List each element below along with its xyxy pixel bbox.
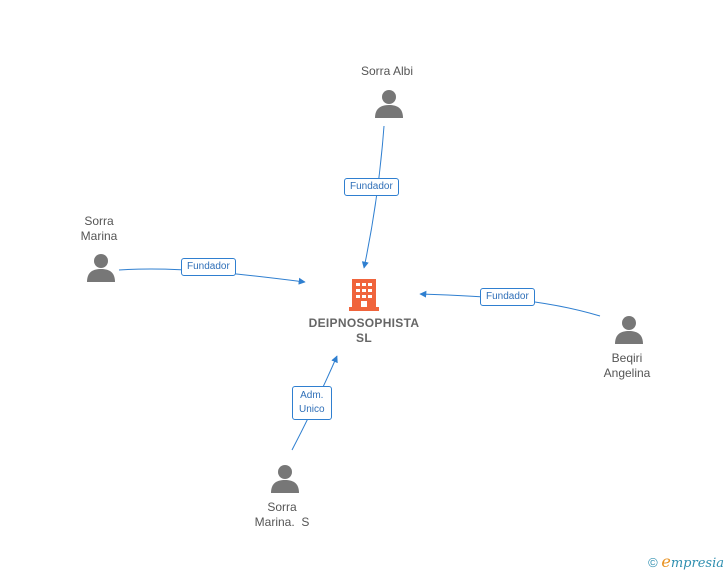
person-icon [87, 254, 115, 282]
edge-label-marina[interactable]: Fundador [181, 258, 236, 276]
person-icon [615, 316, 643, 344]
edge-label-albi[interactable]: Fundador [344, 178, 399, 196]
edge-albi [361, 125, 385, 269]
person-label-beqiri[interactable]: Beqiri Angelina [603, 351, 651, 380]
building-icon [349, 279, 379, 311]
edge-label-beqiri[interactable]: Fundador [480, 288, 535, 306]
person-label-albi[interactable]: Sorra Albi [360, 64, 414, 78]
person-icon [271, 465, 299, 493]
person-icon [375, 90, 403, 118]
brand-name: mpresia [670, 556, 724, 571]
brand-initial: e [661, 552, 671, 571]
person-label-marinas[interactable]: Sorra Marina. S [254, 500, 310, 529]
edge-label-marinas[interactable]: Adm. Unico [292, 386, 332, 420]
company-name-line2: SL [356, 331, 372, 345]
person-label-marina[interactable]: Sorra Marina [80, 214, 118, 243]
copyright-symbol: © [648, 555, 658, 570]
brand-footer: © empresia [648, 552, 724, 571]
company-name[interactable]: DEIPNOSOPHISTA SL [290, 316, 438, 346]
company-name-line1: DEIPNOSOPHISTA [308, 316, 420, 330]
